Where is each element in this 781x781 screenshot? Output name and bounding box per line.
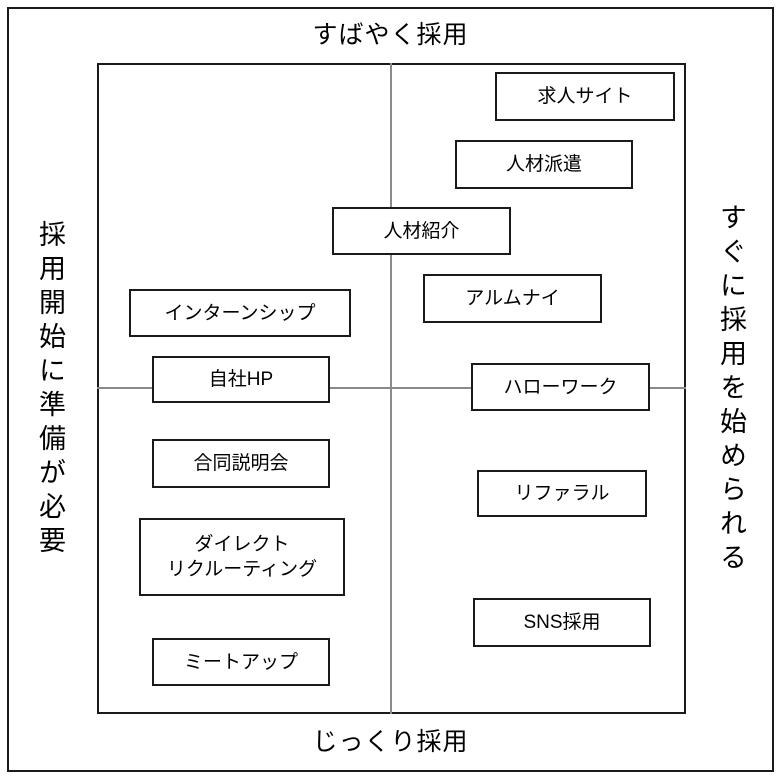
method-box-company-website: 自社HP	[152, 356, 330, 403]
axis-label-top: すばやく採用	[312, 21, 469, 49]
method-box-meetup: ミートアップ	[152, 638, 330, 686]
method-box-joint-job-fair: 合同説明会	[152, 439, 330, 488]
horizontal-divider-line	[97, 387, 686, 389]
method-box-sns-recruiting: SNS採用	[473, 598, 651, 647]
method-box-temp-staffing: 人材派遣	[455, 140, 633, 189]
outer-frame	[7, 7, 774, 772]
method-box-recruitment-agency: 人材紹介	[332, 207, 511, 255]
method-box-direct-recruiting: ダイレクト リクルーティング	[139, 518, 345, 596]
axis-label-bottom: じっくり採用	[312, 728, 469, 756]
method-box-hello-work: ハローワーク	[471, 363, 650, 411]
method-box-internship: インターンシップ	[129, 289, 351, 337]
axis-label-left: 採用開始に準備が必要	[35, 220, 65, 560]
axis-label-right: すぐに採用を始められる	[716, 203, 746, 577]
method-box-referral: リファラル	[477, 470, 647, 517]
method-box-alumni: アルムナイ	[423, 274, 602, 323]
method-box-job-site: 求人サイト	[495, 72, 675, 121]
